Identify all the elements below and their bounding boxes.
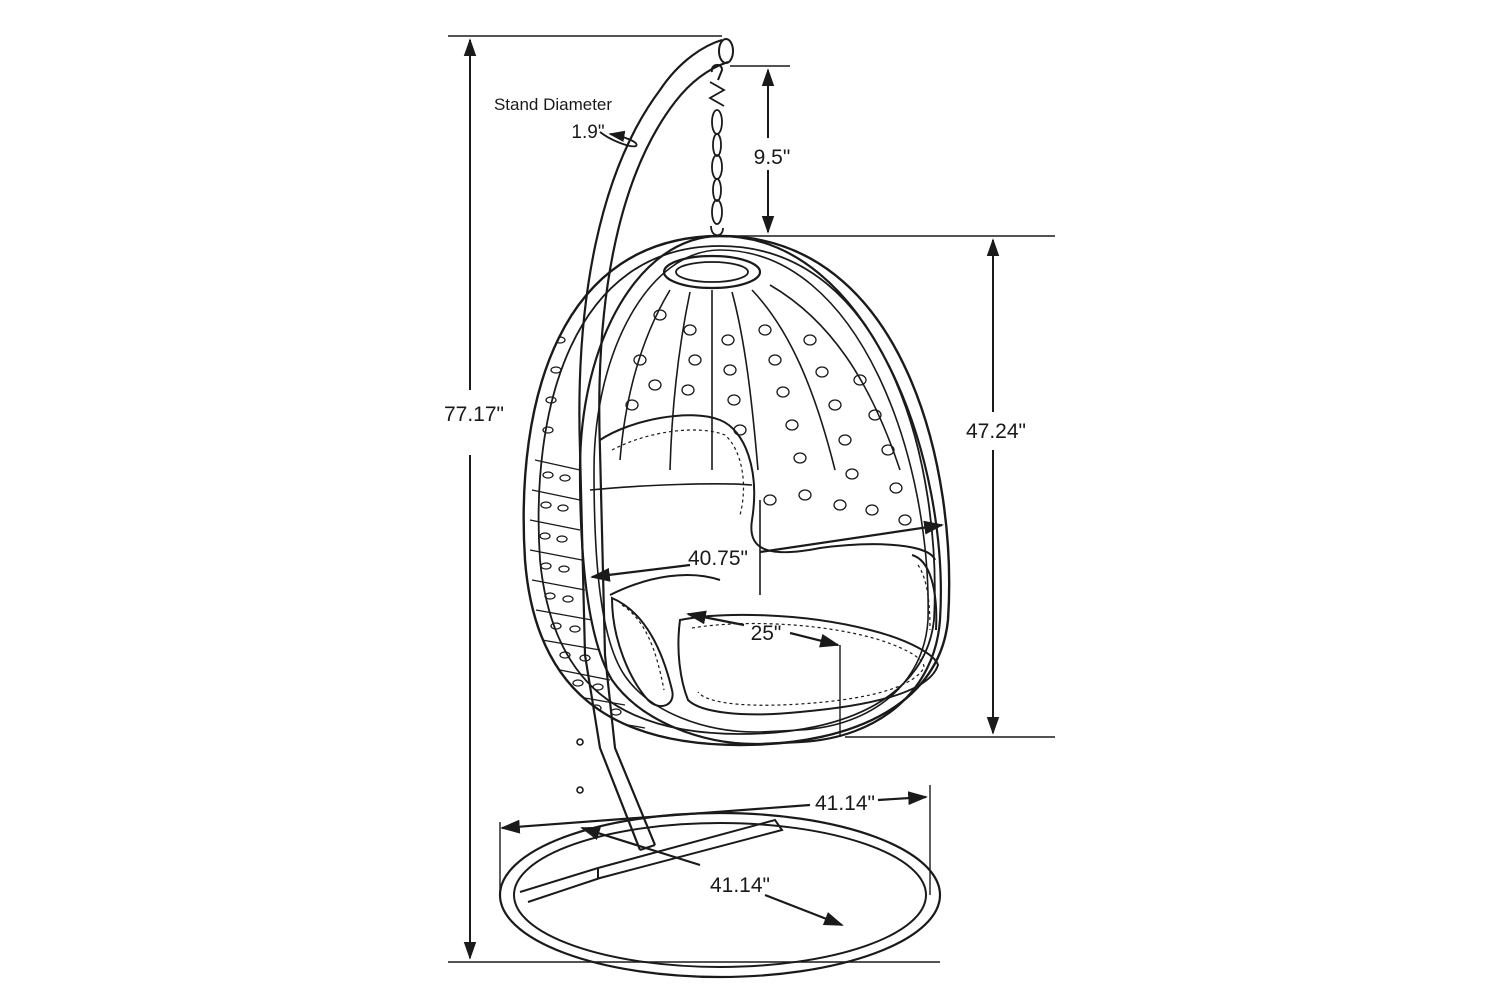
stand-diameter-value: 1.9" — [571, 122, 604, 143]
egg-height-label: 47.24" — [966, 420, 1026, 443]
base-depth-label: 41.14" — [710, 874, 770, 897]
chain-length-dimension: 9.5" — [722, 65, 1055, 237]
stand-diameter-dimension: Stand Diameter 1.9" — [494, 95, 638, 148]
egg-shell — [522, 234, 951, 747]
seat-cushion — [609, 500, 940, 716]
pole-bolts — [576, 738, 584, 794]
seat-depth-label: 25" — [751, 622, 782, 645]
egg-width-dimension: 40.75" — [590, 520, 944, 582]
egg-height-dimension: 47.24" — [845, 238, 1055, 738]
egg-width-label: 40.75" — [688, 547, 748, 570]
seat-depth-dimension: 25" — [686, 610, 841, 737]
base-width-dimension: 41.14" — [499, 785, 931, 895]
stand-diameter-label: Stand Diameter — [494, 95, 612, 114]
chain-length-label: 9.5" — [754, 146, 791, 169]
base-depth-dimension: 41.14" — [580, 826, 844, 927]
hanging-chain — [708, 64, 726, 237]
total-height-label: 77.17" — [444, 403, 504, 426]
base-width-label: 41.14" — [815, 792, 875, 815]
stand-pole — [578, 38, 734, 851]
back-cushion — [589, 414, 936, 561]
total-height-dimension: 77.17" — [444, 35, 940, 963]
base-crossbar — [519, 818, 784, 903]
woven-pattern — [529, 284, 912, 729]
